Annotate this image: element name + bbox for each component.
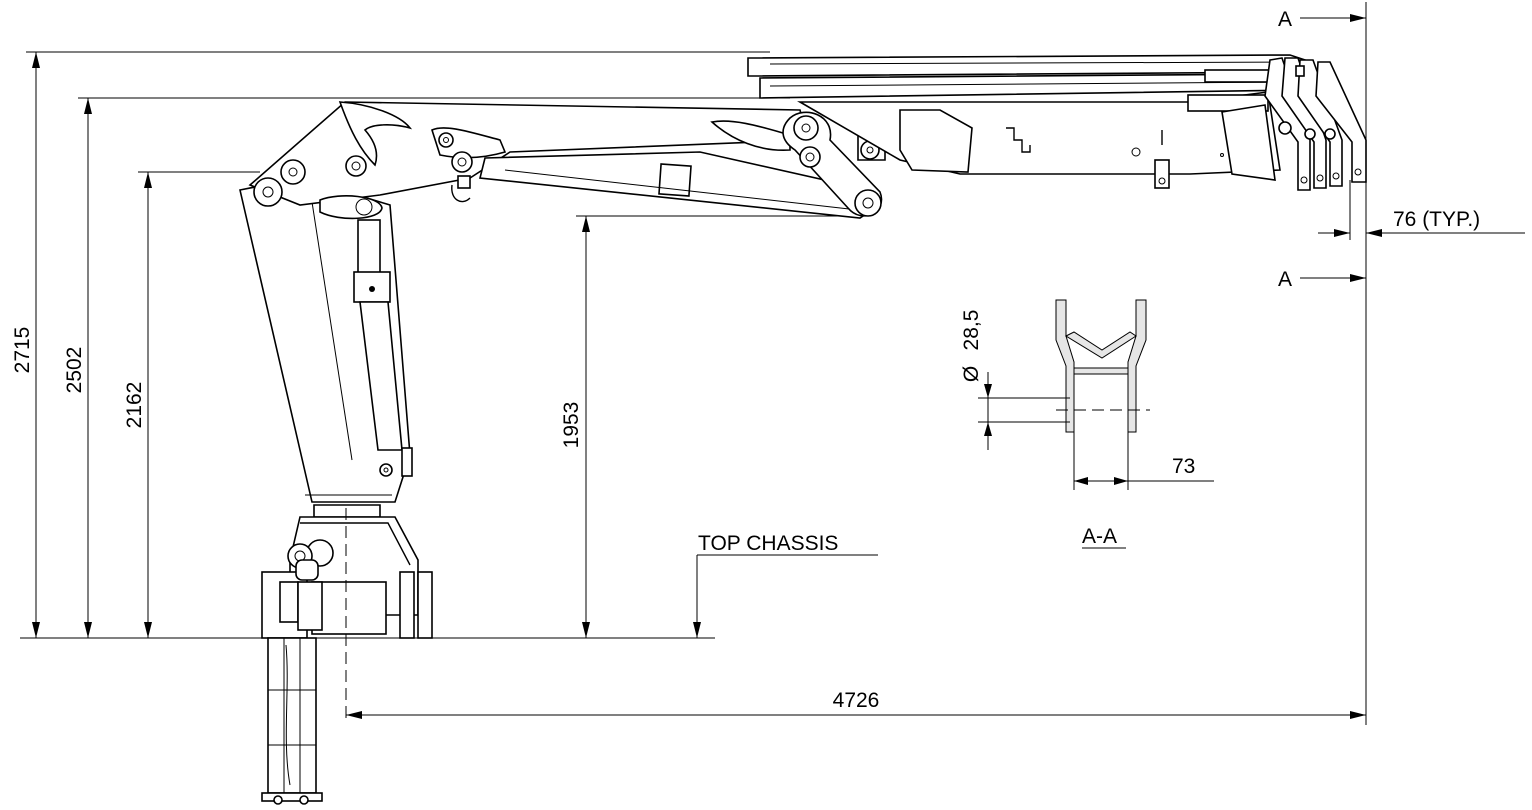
diameter-symbol: Ø xyxy=(960,366,983,382)
underside-height-label: 1953 xyxy=(560,402,583,449)
crane-base xyxy=(261,504,433,805)
hook-spacing-dimension xyxy=(1318,180,1525,240)
section-marker-bottom-label: A xyxy=(1278,268,1292,291)
pivot-height-label: 2162 xyxy=(123,382,146,429)
outer-boom-cylinder xyxy=(479,151,874,219)
section-a-a-view xyxy=(978,299,1214,490)
height-dimensions xyxy=(20,51,870,639)
boom-extensions xyxy=(747,54,1306,99)
crane-column xyxy=(239,177,413,503)
section-marker-top xyxy=(1300,14,1366,22)
hook-spacing-label: 76 (TYP.) xyxy=(1393,208,1480,231)
pipe-width-label: 73 xyxy=(1172,455,1195,478)
section-marker-top-label: A xyxy=(1278,8,1292,31)
pipe-diameter-label: 28,5 xyxy=(960,310,983,351)
top-chassis-leader xyxy=(693,554,878,638)
reach-label: 4726 xyxy=(833,689,880,712)
section-marker-bottom xyxy=(1300,274,1366,282)
top-chassis-label: TOP CHASSIS xyxy=(698,532,838,555)
outer-boom xyxy=(797,91,1281,189)
boom-heads xyxy=(1221,57,1367,191)
inner-boom xyxy=(248,101,810,220)
reach-dimension xyxy=(346,2,1367,725)
overall-height-label: 2715 xyxy=(11,327,34,374)
boom-height-label: 2502 xyxy=(63,347,86,394)
boom-linkage xyxy=(710,111,886,217)
section-view-title: A-A xyxy=(1082,525,1117,548)
